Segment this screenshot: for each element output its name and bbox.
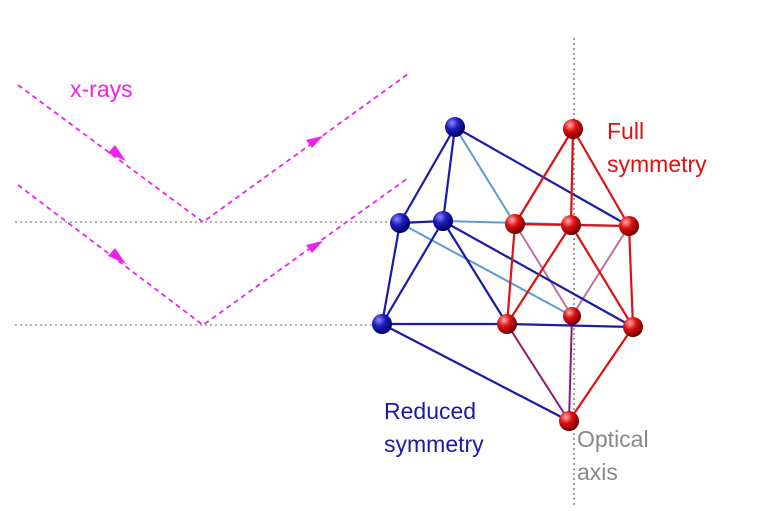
- atom-red: [505, 214, 525, 234]
- reduced-symmetry-label-line1: Reduced: [384, 398, 477, 424]
- edge: [442, 220, 508, 325]
- atom-red: [497, 314, 517, 334]
- edge: [454, 126, 516, 225]
- xray-arrow-upper-outgoing: [306, 136, 323, 148]
- edge: [514, 223, 573, 317]
- optical-axis-label-line2: axis: [577, 459, 618, 485]
- atom-red: [623, 317, 643, 337]
- atom-blue: [433, 211, 453, 231]
- full-symmetry-label-line1: Full: [607, 118, 645, 144]
- edge: [381, 323, 570, 422]
- atom-red: [563, 119, 583, 139]
- reduced-symmetry-label-line2: symmetry: [384, 431, 484, 457]
- edge: [380, 222, 402, 325]
- lower-pyramid-edges: [506, 315, 573, 422]
- optical-axis-label-line1: Optical: [577, 426, 649, 452]
- edge: [441, 126, 457, 222]
- edge: [506, 322, 634, 329]
- edge: [399, 126, 456, 224]
- edge: [572, 128, 630, 227]
- reduced-structure-edges: [380, 126, 634, 422]
- edge: [454, 126, 630, 227]
- xray-arrow-lower-outgoing: [306, 241, 323, 253]
- atom-blue: [445, 117, 465, 137]
- edge: [381, 220, 444, 325]
- edge: [571, 225, 630, 317]
- atom-blue: [390, 213, 410, 233]
- edge: [442, 220, 634, 328]
- xray-beams: [17, 73, 409, 327]
- edge: [399, 222, 573, 317]
- atom-red: [559, 411, 579, 431]
- atom-red: [619, 216, 639, 236]
- xray-beam-lower: [17, 177, 409, 327]
- xray-arrow-lower-incoming: [108, 248, 126, 264]
- xray-arrow-upper-incoming: [108, 145, 126, 161]
- atom-red: [563, 307, 581, 325]
- edge: [505, 223, 517, 325]
- xray-beam-upper: [17, 73, 409, 224]
- reduced-symmetry-atoms: [372, 117, 465, 334]
- full-symmetry-atoms: [497, 119, 643, 431]
- edge: [568, 326, 634, 422]
- edge: [568, 315, 573, 422]
- edge: [514, 128, 574, 225]
- edge: [569, 128, 575, 226]
- atom-red: [561, 215, 581, 235]
- edge: [570, 224, 634, 328]
- atom-blue: [372, 314, 392, 334]
- reference-lines: [15, 221, 400, 326]
- xrays-label: x-rays: [70, 76, 133, 102]
- edge: [506, 224, 572, 325]
- edge: [506, 323, 570, 422]
- full-symmetry-label-line2: symmetry: [607, 151, 707, 177]
- full-structure-back-edges: [514, 223, 630, 317]
- xray-arrowheads: [108, 136, 323, 264]
- edge: [627, 225, 635, 328]
